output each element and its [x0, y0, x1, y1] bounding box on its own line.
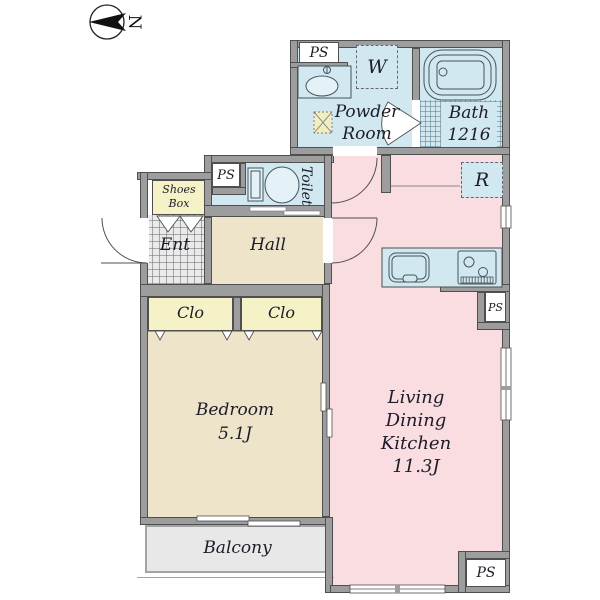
kitchen-counter	[381, 247, 503, 288]
entrance-opening	[139, 218, 149, 263]
refrigerator-space: R	[461, 162, 503, 198]
hall-door-opening	[323, 218, 333, 263]
sink-icon	[297, 65, 352, 99]
powder-door-opening	[333, 146, 377, 156]
closet-right-label: Clo	[268, 303, 295, 322]
north-label: N	[124, 15, 144, 30]
ps-toilet-label: PS	[217, 167, 235, 183]
balcony-label: Balcony	[203, 538, 272, 558]
toilet-door	[249, 206, 321, 216]
toilet-label: Toilet	[298, 166, 314, 206]
bath-label-patch	[441, 102, 497, 147]
ps-kitchen-label: PS	[488, 300, 503, 314]
ps-toilet-box: PS	[212, 163, 240, 187]
ps-bottom-box: PS	[466, 559, 506, 587]
washer-label: W	[367, 56, 387, 78]
wall	[212, 187, 246, 195]
washer-pan-icon	[313, 111, 333, 134]
powder-room-label: Powder Room	[334, 102, 400, 144]
ent-label: Ent	[159, 235, 191, 255]
washing-machine-space: W	[356, 45, 398, 89]
bath-door-wedge	[381, 101, 422, 146]
wall	[477, 322, 510, 330]
ps-bottom-label: PS	[476, 565, 496, 581]
ps-top-label: PS	[309, 44, 329, 61]
balcony-area	[145, 525, 328, 573]
bedroom-area	[148, 331, 322, 517]
wall	[381, 155, 391, 193]
ldk-area	[330, 155, 502, 585]
closet-door-marks	[148, 215, 323, 341]
compass-icon: N	[89, 4, 144, 40]
closet-left-label: Clo	[177, 303, 204, 322]
wall	[325, 517, 333, 593]
closet-right-area	[241, 297, 322, 331]
wall	[137, 172, 212, 180]
bedroom-label: Bedroom 5.1J	[195, 400, 275, 444]
wall	[233, 297, 241, 331]
shoes-box-area	[152, 180, 207, 215]
window-icon	[349, 205, 512, 594]
wall	[458, 551, 466, 593]
wall	[290, 147, 510, 155]
hall-label: Hall	[250, 235, 286, 255]
wall	[204, 217, 212, 284]
toilet-icon	[247, 166, 300, 204]
bath-label: Bath 1216	[447, 103, 491, 145]
balcony-outer-rail	[137, 577, 334, 578]
ldk-label: Living Dining Kitchen 11.3J	[380, 387, 452, 477]
shoes-box-label: Shoes Box	[162, 183, 196, 210]
kitchen-sink-icon	[388, 252, 430, 283]
stove-icon	[457, 250, 497, 285]
closet-left-area	[148, 297, 233, 331]
ps-kitchen-box: PS	[485, 292, 506, 322]
door-arc-icon	[101, 157, 378, 264]
hall-area	[212, 217, 324, 284]
bathtub-icon	[423, 49, 497, 101]
fridge-label: R	[474, 169, 490, 191]
ps-top-box: PS	[299, 42, 339, 63]
sliding-door	[196, 382, 333, 527]
